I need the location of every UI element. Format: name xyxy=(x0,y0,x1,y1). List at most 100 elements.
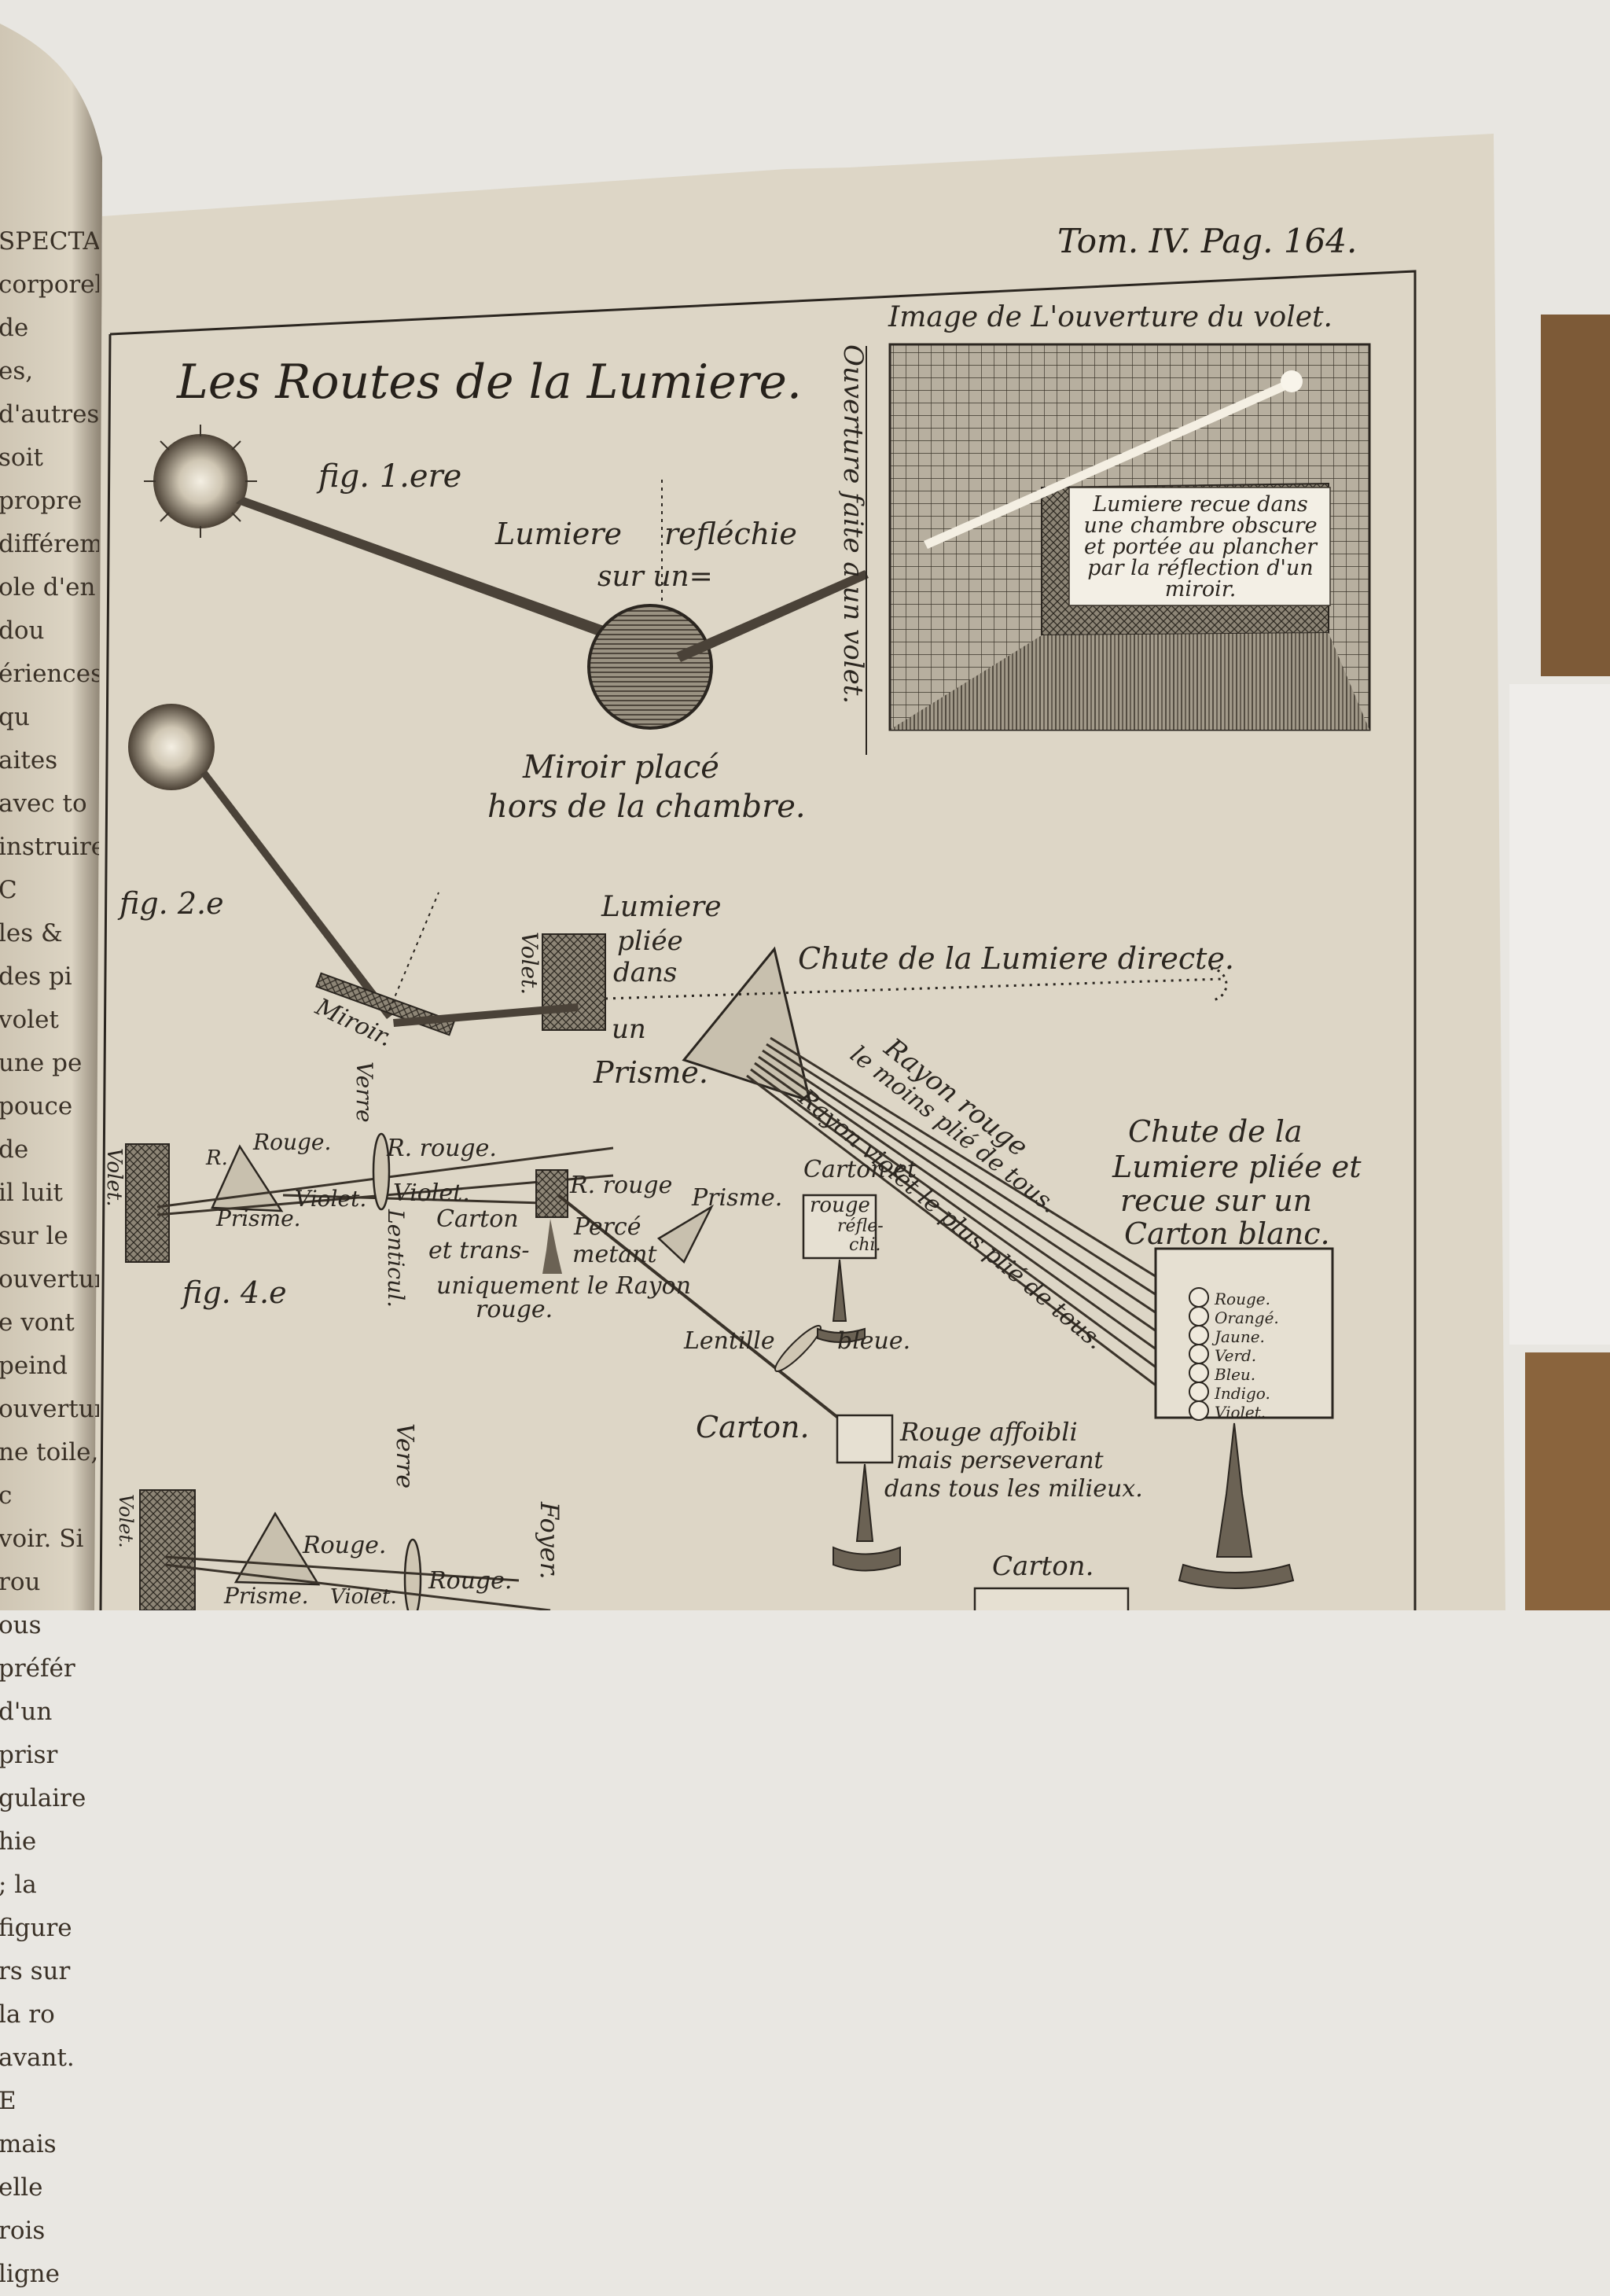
left-line: pouce de xyxy=(0,1092,73,1164)
fig4-violet2: Violet. xyxy=(393,1179,470,1207)
fig4-affoibli-3: dans tous les milieux. xyxy=(884,1475,1143,1503)
ray-fig2-to-prism xyxy=(393,1003,579,1027)
fig4-verre: Verre xyxy=(351,1062,377,1123)
room-text-line: miroir. xyxy=(1164,577,1237,602)
shutter-fig5 xyxy=(139,1489,196,1610)
fig4-rouge-end: rouge. xyxy=(476,1296,553,1323)
fig4-volet: Volet. xyxy=(102,1148,126,1207)
fig1-mirror-1: Miroir placé xyxy=(523,749,719,786)
fig4-rouge-box: rouge xyxy=(810,1194,870,1217)
spectrum-label: Bleu. xyxy=(1215,1365,1256,1384)
wooden-shelf xyxy=(1541,315,1610,676)
ray-fig2-incident xyxy=(200,771,393,1019)
prism-fig4a xyxy=(211,1144,284,1212)
spectrum-spots xyxy=(1189,1287,1209,1421)
white-card-fig2 xyxy=(1154,1247,1334,1419)
left-line: ouverture xyxy=(0,1265,99,1293)
left-line: ous préfér xyxy=(0,1611,75,1683)
fig4-carton-top: Carton et xyxy=(803,1156,917,1183)
left-line: aites avec to xyxy=(0,746,87,818)
sun-fig1 xyxy=(153,434,248,528)
fig1-image-caption: Image de L'ouverture du volet. xyxy=(888,301,1332,333)
room-text-line: Lumiere recue dans xyxy=(1093,492,1308,517)
fig5-prisme: Prisme. xyxy=(224,1583,309,1609)
spectrum-label: Jaune. xyxy=(1215,1327,1265,1346)
fig2-bent-3: dans xyxy=(613,957,678,988)
fig1-shutter-opening: Ouverture faite a un volet. xyxy=(837,344,869,705)
fig4-refle: réfle- xyxy=(837,1216,884,1236)
spectrum-label: Indigo. xyxy=(1215,1384,1270,1403)
fig2-volet: Volet. xyxy=(516,932,542,995)
wooden-shelf-lower xyxy=(1525,1352,1610,1610)
left-line: mais elle xyxy=(0,2130,57,2202)
fig4-lenticul: Lenticul. xyxy=(383,1209,409,1308)
room-light-beam xyxy=(924,379,1293,549)
sun-fig1-rays xyxy=(144,425,257,538)
fig2-fall-1: Chute de la xyxy=(1128,1114,1303,1149)
fig5-foyer: Foyer. xyxy=(535,1502,564,1580)
fig2-bent-4: un xyxy=(612,1014,646,1045)
fig2-fall-3: recue sur un xyxy=(1120,1183,1313,1218)
left-line: volet une pe xyxy=(0,1006,83,1077)
fig4-carton-2: et trans- xyxy=(428,1237,530,1264)
left-line: ole d'en dou xyxy=(0,573,96,645)
left-line: différemment xyxy=(0,530,99,558)
spectrum-legend: Rouge. Orangé. Jaune. Verd. Bleu. Indigo… xyxy=(1215,1290,1279,1422)
fig4-perce-2: metant xyxy=(572,1241,657,1268)
left-line: soit propre xyxy=(0,443,83,515)
direct-ray-end xyxy=(1210,967,1228,1002)
fig4-violet: Violet. xyxy=(295,1186,367,1212)
fig4-r-rouge: R. rouge. xyxy=(387,1135,497,1162)
spectrum-label: Orangé. xyxy=(1215,1308,1279,1327)
fig4-rouge: Rouge. xyxy=(253,1129,332,1155)
bottom-card-fig4 xyxy=(836,1414,894,1464)
left-line: SPECTAC xyxy=(0,227,99,256)
direct-ray-dotted xyxy=(605,977,1223,1000)
left-line: corporelle de xyxy=(0,270,99,342)
shutter-fig4 xyxy=(125,1143,170,1263)
page-reference: Tom. IV. Pag. 164. xyxy=(1057,222,1358,260)
stand-fig4b xyxy=(817,1259,866,1343)
rays-fig5 xyxy=(164,1555,551,1610)
mirror-fig1 xyxy=(587,604,713,730)
ray-fig1-incident xyxy=(236,497,656,654)
fig5-carton: Carton. xyxy=(992,1551,1094,1582)
fig2-direct-fall: Chute de la Lumiere directe. xyxy=(798,941,1235,976)
normal-fig2 xyxy=(388,892,439,1011)
fig2-bent-2: pliée xyxy=(617,925,683,957)
fig1-reflected-2: refléchie xyxy=(664,517,797,551)
fig4-lentille: Lentille xyxy=(684,1327,775,1355)
fig4-carton-1: Carton xyxy=(436,1205,519,1233)
fig4-uniq: uniquement le Rayon xyxy=(436,1272,692,1300)
red-card-fig4 xyxy=(802,1194,877,1260)
stand-fig4a xyxy=(542,1219,562,1274)
lens-fig4 xyxy=(372,1132,391,1211)
fig4-bleue: bleue. xyxy=(837,1327,911,1355)
left-line: les & des pi xyxy=(0,919,72,991)
left-line: ne toile, c xyxy=(0,1438,99,1510)
left-line: gulaire hie xyxy=(0,1784,86,1856)
fig2-fall-2: Lumiere pliée et xyxy=(1112,1150,1362,1184)
plate-border xyxy=(99,270,1417,1610)
fig5-rouge: Rouge. xyxy=(303,1532,387,1559)
fig4-prisme: Prisme. xyxy=(216,1205,301,1231)
room-caption-card xyxy=(1068,487,1331,606)
fig4-r: R. xyxy=(206,1146,228,1170)
fig4-carton-low: Carton. xyxy=(696,1410,810,1444)
spectrum-label: Verd. xyxy=(1215,1346,1257,1365)
fig1-reflected-3: sur un= xyxy=(597,561,713,593)
fig4-chi: chi. xyxy=(849,1235,881,1255)
blue-lens-fig4 xyxy=(774,1325,822,1372)
left-line: e vont peind xyxy=(0,1308,75,1380)
photo-scene xyxy=(0,24,1610,1610)
fig2-label: fig. 2.e xyxy=(119,886,224,921)
light-strip xyxy=(1509,684,1610,1345)
fig5-violet: Violet. xyxy=(330,1585,397,1609)
stand-fig4c xyxy=(833,1463,901,1572)
plate-title: Les Routes de la Lumiere. xyxy=(177,355,802,410)
left-page-text: SPECTAC corporelle de es, d'autres soit … xyxy=(0,220,99,2296)
red-ray-fig4 xyxy=(557,1194,858,1434)
left-line: es, d'autres xyxy=(0,357,99,429)
fig4-r-rouge2: R. rouge xyxy=(570,1172,673,1199)
left-line: ériences qu xyxy=(0,660,99,731)
